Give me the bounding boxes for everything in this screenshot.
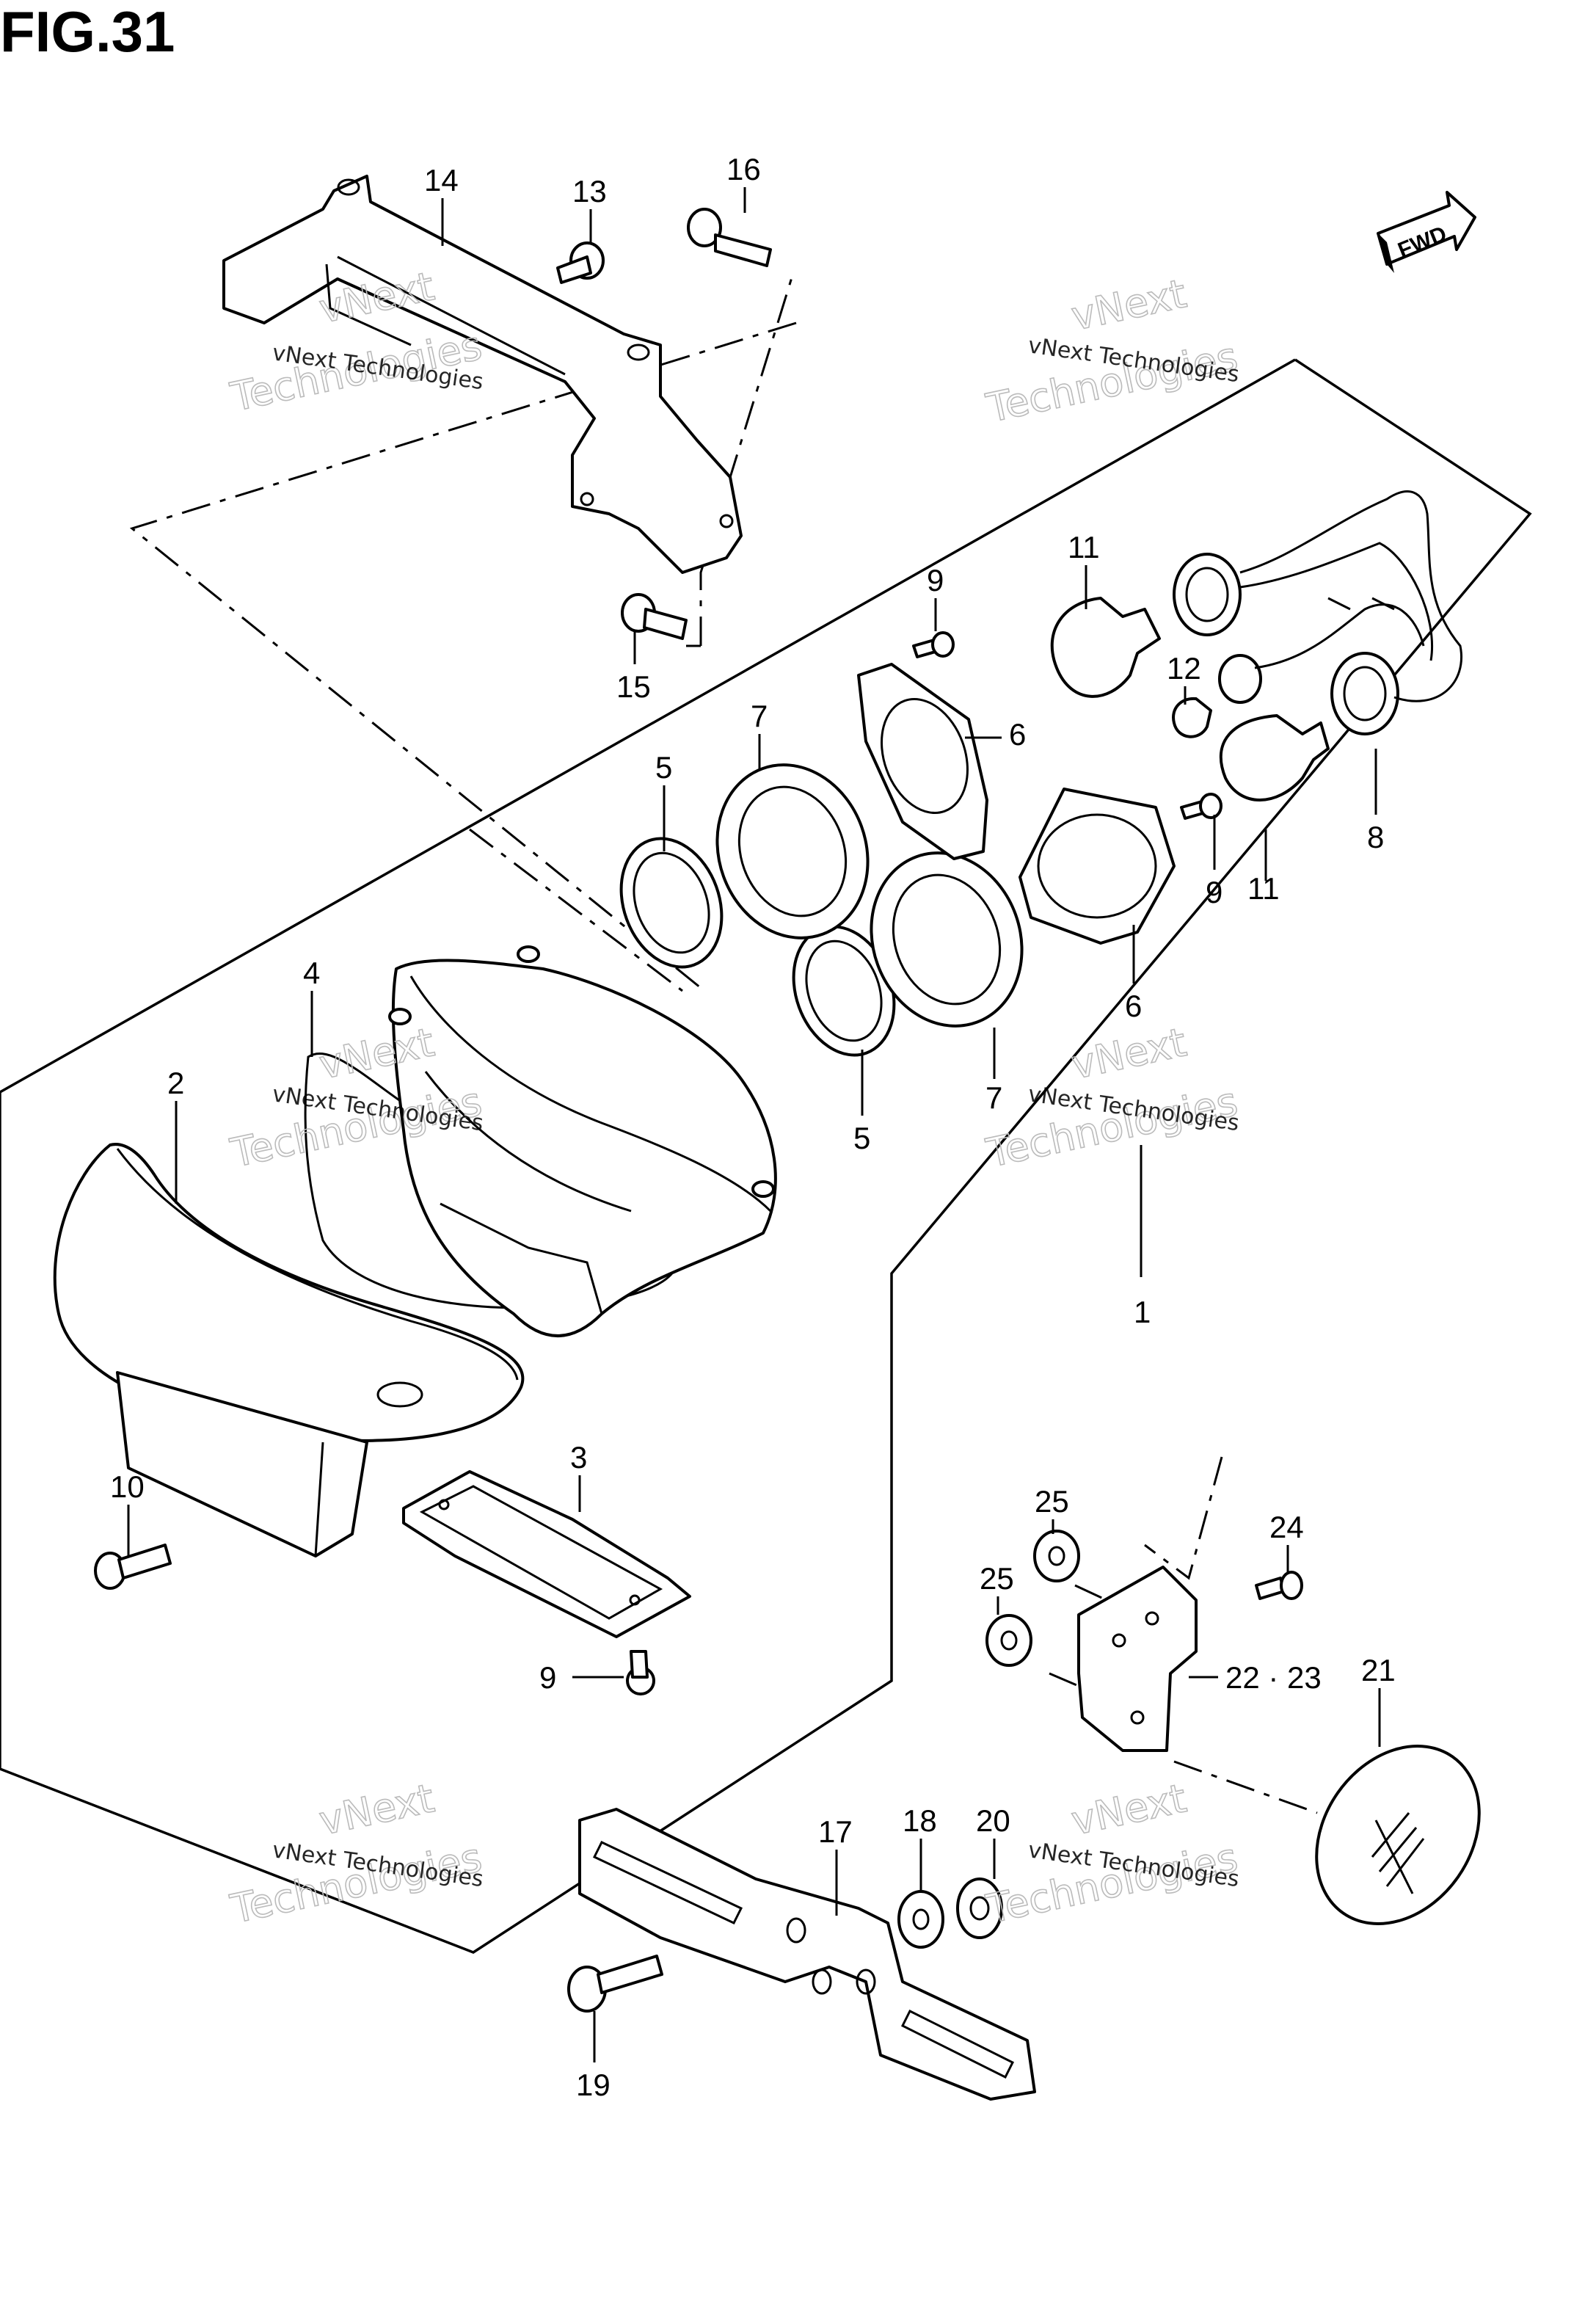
callout-7-upper: 7 bbox=[751, 699, 768, 733]
retainer-ring-lower bbox=[870, 851, 1024, 1028]
callout-11-upper: 11 bbox=[1068, 530, 1100, 564]
callout-3: 3 bbox=[570, 1440, 587, 1475]
callout-16: 16 bbox=[726, 152, 761, 186]
socket-ring-upper bbox=[619, 837, 724, 969]
reflector-plate bbox=[402, 1470, 691, 1638]
mounting-bracket bbox=[222, 175, 743, 574]
bulb-12-icon bbox=[1172, 697, 1212, 738]
watermark: vNext Technologies vNext Technologies bbox=[226, 1018, 487, 1177]
leader-lines bbox=[127, 187, 1381, 2062]
callout-5-upper: 5 bbox=[655, 750, 672, 785]
callout-21: 21 bbox=[1361, 1653, 1396, 1687]
bulb-11-upper-icon bbox=[1050, 597, 1161, 698]
tail-lens bbox=[53, 1143, 525, 1557]
callout-18: 18 bbox=[903, 1803, 937, 1838]
screw-24-icon bbox=[1255, 1571, 1303, 1600]
nut-25-lower-icon bbox=[985, 1614, 1032, 1667]
screw-9-mid-icon bbox=[1180, 793, 1222, 820]
callout-9-mid: 9 bbox=[1206, 875, 1222, 909]
callout-11-lower: 11 bbox=[1247, 871, 1280, 906]
callout-10: 10 bbox=[110, 1469, 145, 1504]
watermark: vNext Technologies vNext Technologies bbox=[226, 1774, 487, 1933]
round-reflector bbox=[1315, 1745, 1481, 1925]
lamp-housing bbox=[388, 945, 777, 1337]
assembly-frame-top bbox=[0, 358, 1296, 1094]
callout-4: 4 bbox=[303, 956, 320, 990]
callout-9-upper: 9 bbox=[927, 563, 944, 597]
license-bracket bbox=[578, 1808, 1036, 2101]
watermark: vNext Technologies vNext Technologies bbox=[982, 269, 1242, 432]
callout-2: 2 bbox=[167, 1066, 184, 1100]
screw-15-icon bbox=[621, 593, 688, 640]
screw-13-icon bbox=[556, 241, 605, 284]
watermark: vNext Technologies vNext Technologies bbox=[982, 1774, 1242, 1933]
callout-25-upper: 25 bbox=[1035, 1484, 1069, 1519]
screw-9-lower-icon bbox=[626, 1650, 655, 1695]
callout-9-lower: 9 bbox=[539, 1660, 556, 1695]
screw-9-upper-icon bbox=[912, 631, 955, 658]
washer-18-icon bbox=[897, 1890, 944, 1949]
callout-25-lower: 25 bbox=[980, 1561, 1014, 1596]
callout-6-upper: 6 bbox=[1009, 717, 1026, 752]
gasket-lower bbox=[1019, 788, 1176, 945]
screw-19-icon bbox=[567, 1955, 663, 2013]
callout-6-lower: 6 bbox=[1125, 989, 1142, 1023]
screw-10-icon bbox=[94, 1544, 172, 1590]
callout-1: 1 bbox=[1134, 1295, 1151, 1329]
svg-text:vNext: vNext bbox=[1068, 1775, 1190, 1844]
callout-19: 19 bbox=[576, 2068, 611, 2102]
stay-bracket bbox=[1077, 1566, 1198, 1752]
callout-15: 15 bbox=[616, 669, 651, 704]
bulb-11-lower-icon bbox=[1219, 714, 1330, 801]
screw-16-icon bbox=[687, 208, 772, 267]
retainer-ring-upper bbox=[715, 763, 870, 939]
callout-12: 12 bbox=[1167, 651, 1201, 686]
callout-24: 24 bbox=[1269, 1510, 1304, 1544]
nut-25-upper-icon bbox=[1033, 1530, 1080, 1582]
nut-20-icon bbox=[956, 1877, 1003, 1939]
callout-20: 20 bbox=[976, 1803, 1010, 1838]
socket-harness bbox=[1173, 490, 1462, 735]
callout-8: 8 bbox=[1367, 820, 1384, 854]
callout-5-lower: 5 bbox=[853, 1121, 870, 1155]
assembly-frame bbox=[0, 358, 1532, 1954]
svg-text:vNext: vNext bbox=[1068, 1019, 1190, 1088]
callout-17: 17 bbox=[818, 1814, 853, 1849]
callout-7-lower: 7 bbox=[985, 1080, 1002, 1115]
watermark: vNext Technologies vNext Technologies bbox=[982, 1018, 1242, 1177]
callouts: 1 2 3 4 5 5 6 6 7 7 8 9 9 9 10 11 11 12 … bbox=[110, 152, 1396, 2102]
fwd-arrow-icon: FWD bbox=[1377, 191, 1476, 273]
figure-title: FIG.31 bbox=[0, 0, 175, 64]
svg-text:vNext: vNext bbox=[1068, 270, 1190, 339]
callout-22-23: 22 · 23 bbox=[1225, 1660, 1322, 1695]
gasket-upper bbox=[857, 663, 988, 860]
svg-text:vNext: vNext bbox=[316, 1775, 438, 1844]
callout-13: 13 bbox=[572, 174, 607, 208]
callout-14: 14 bbox=[424, 163, 459, 197]
